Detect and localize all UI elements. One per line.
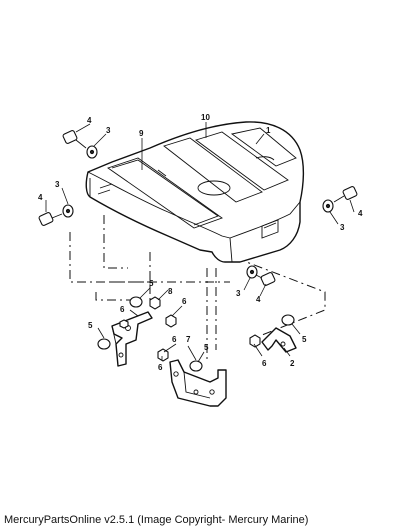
callout-6-e: 6 <box>262 359 267 368</box>
washers <box>62 145 334 279</box>
callout-3-topleft: 3 <box>106 126 111 135</box>
engine-cover <box>85 121 305 263</box>
callout-4-left: 4 <box>38 193 43 202</box>
screw-4-right <box>333 186 358 203</box>
callout-5-c: 5 <box>204 343 209 352</box>
grommets <box>97 296 295 372</box>
callout-6-c: 6 <box>172 335 177 344</box>
callout-3-center: 3 <box>236 289 241 298</box>
nuts <box>119 296 261 362</box>
callout-9: 9 <box>139 129 144 138</box>
bracket-left <box>111 311 153 367</box>
callout-4-center: 4 <box>256 295 261 304</box>
callout-6-d: 6 <box>158 363 163 372</box>
bracket-bottom <box>169 359 227 407</box>
callout-6-a: 6 <box>120 305 125 314</box>
callout-8: 8 <box>168 287 173 296</box>
copyright-footer: MercuryPartsOnline v2.5.1 (Image Copyrig… <box>4 514 309 526</box>
callout-5-a: 5 <box>149 279 154 288</box>
callout-5-b: 5 <box>88 321 93 330</box>
callout-3-right: 3 <box>340 223 345 232</box>
callout-2: 2 <box>290 359 295 368</box>
screw-4-center <box>253 272 276 286</box>
callout-5-d: 5 <box>302 335 307 344</box>
bracket-right <box>261 327 297 353</box>
callout-1: 1 <box>266 126 271 135</box>
exploded-parts-diagram: 10 1 9 4 3 3 4 4 3 3 4 5 8 6 6 5 7 6 5 6… <box>38 113 363 407</box>
callout-4-right: 4 <box>358 209 363 218</box>
callout-numbers: 10 1 9 4 3 3 4 4 3 3 4 5 8 6 6 5 7 6 5 6… <box>38 113 363 372</box>
screw-4-left <box>38 212 63 226</box>
screw-4-topleft <box>62 130 87 149</box>
screws <box>38 130 358 286</box>
callout-6-b: 6 <box>182 297 187 306</box>
callout-7: 7 <box>186 335 191 344</box>
callout-10: 10 <box>201 113 210 122</box>
callout-3-left: 3 <box>55 180 60 189</box>
callout-4-topleft: 4 <box>87 116 92 125</box>
leader-lines <box>45 122 355 363</box>
